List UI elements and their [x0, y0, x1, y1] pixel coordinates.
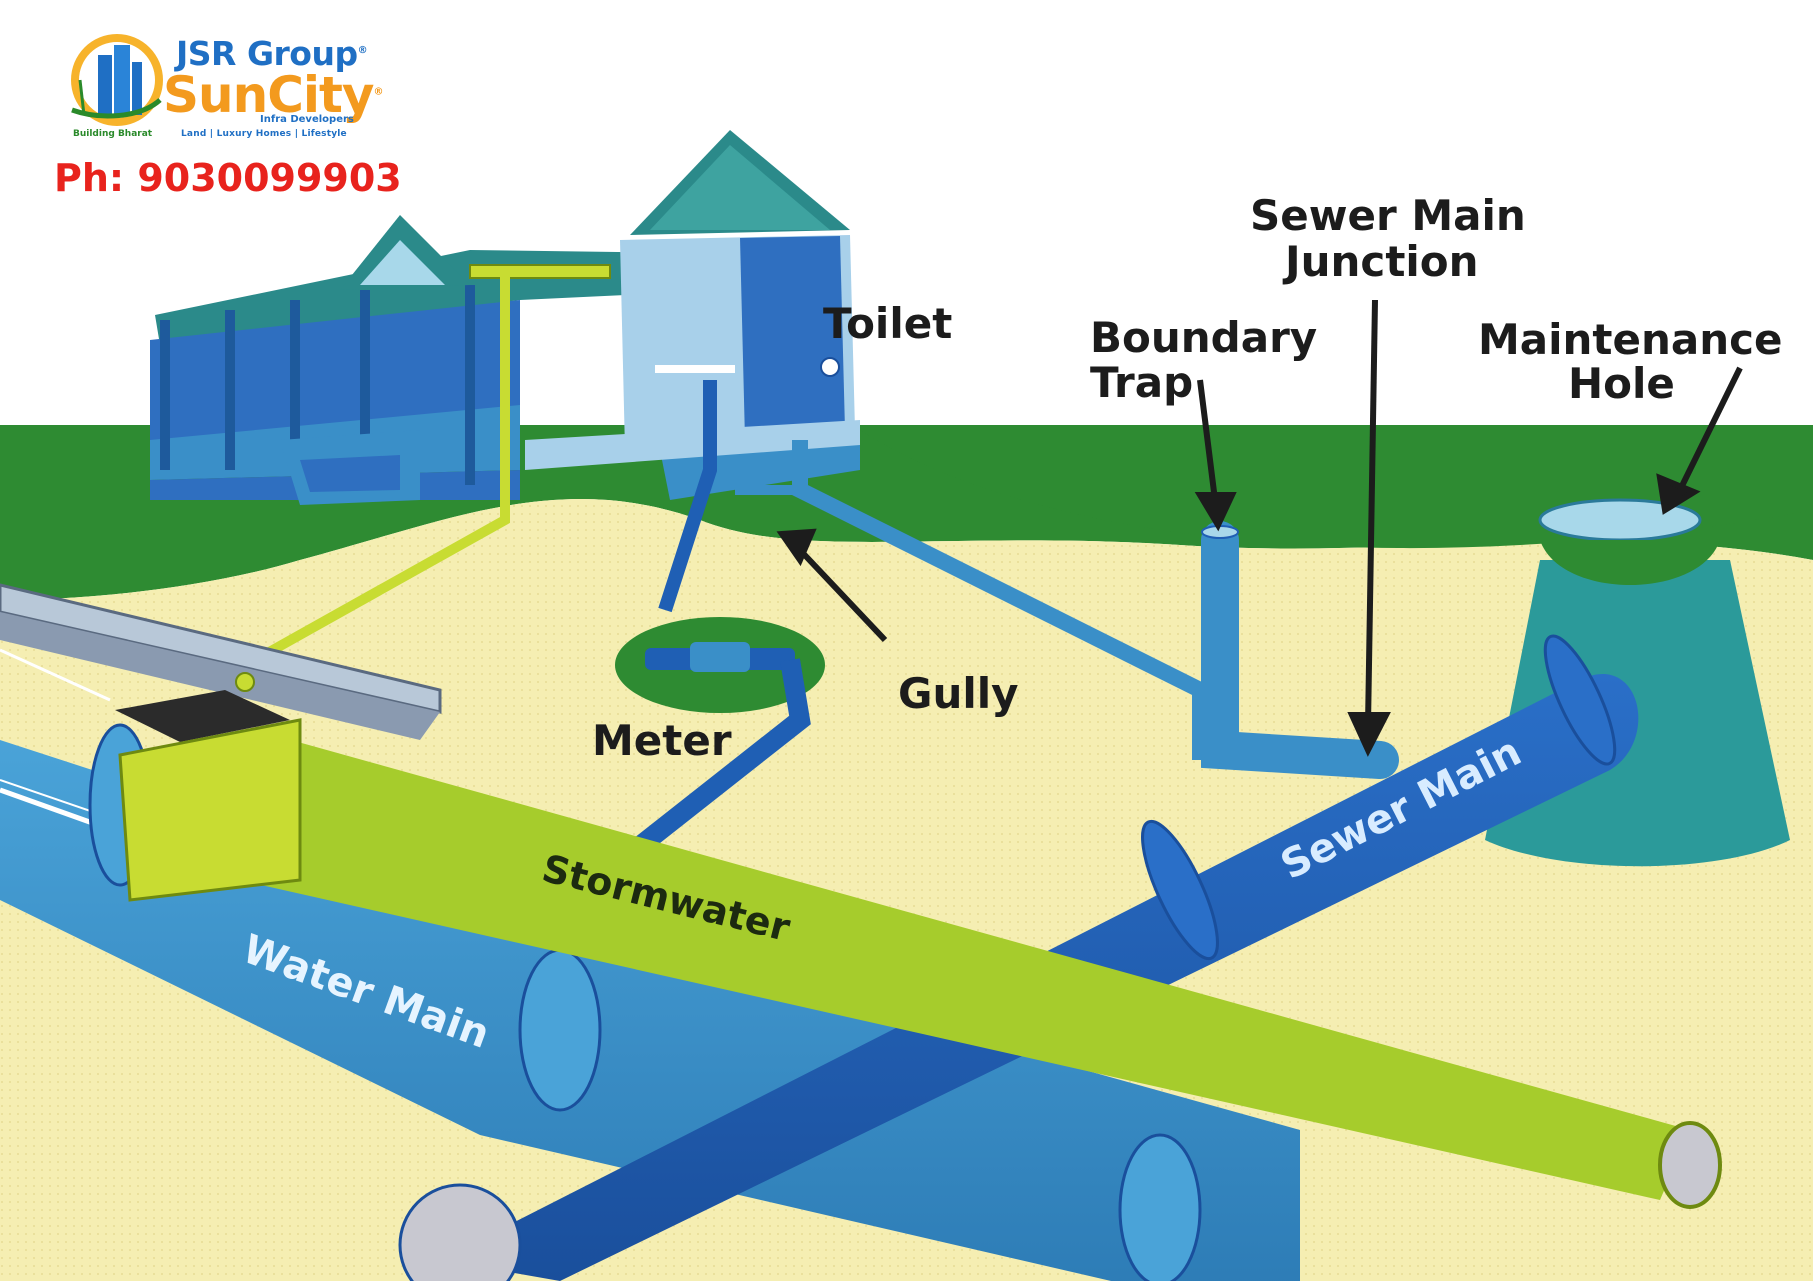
label-meter: Meter: [592, 716, 732, 765]
label-sewer-junction-1: Sewer Main: [1250, 191, 1526, 240]
label-toilet: Toilet: [823, 299, 952, 348]
stormwater-pipe: [150, 730, 1690, 1200]
water-service-pipe: [658, 380, 717, 613]
brand-name: SunCity: [163, 66, 375, 124]
label-boundary-trap-2: Trap: [1090, 358, 1193, 407]
label-maintenance-1: Maintenance: [1478, 315, 1783, 364]
gutter: [469, 264, 611, 279]
brand-tagline-left: Building Bharat: [73, 129, 153, 139]
grate: [115, 690, 290, 742]
label-boundary-trap-1: Boundary: [1090, 313, 1317, 362]
arrows: [776, 299, 1743, 757]
brand-sub: Infra Developers: [260, 114, 354, 125]
downpipe-storm: [252, 270, 510, 665]
house: [150, 130, 860, 505]
brand-tagline: Land | Luxury Homes | Lifestyle: [181, 129, 347, 139]
label-gully: Gully: [898, 669, 1019, 718]
stormwater-pit: [118, 718, 302, 902]
label-sewer-junction-2: Junction: [1282, 237, 1479, 286]
suncity-logo: [71, 34, 163, 126]
phone-number[interactable]: Ph: 9030099903: [54, 156, 402, 200]
brand-group: JSR Group: [176, 34, 358, 73]
boundary-trap-pipe: [1201, 521, 1399, 779]
sewer-service-pipe: [792, 440, 1208, 760]
label-maintenance-2: Hole: [1568, 359, 1675, 408]
